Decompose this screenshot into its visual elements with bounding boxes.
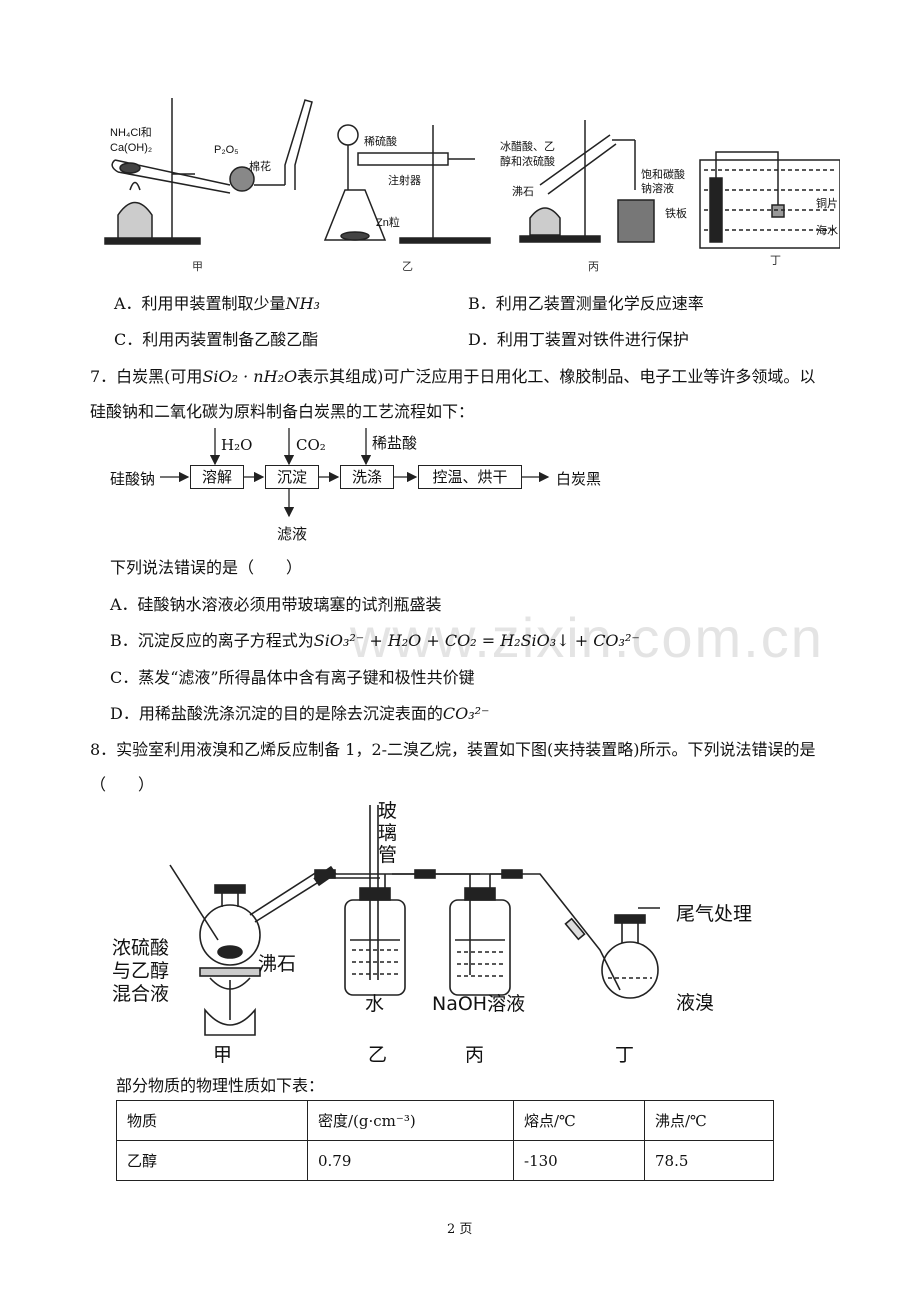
label-boiling-stone-6: 沸石 xyxy=(512,186,534,198)
fig8-label-yi: 乙 xyxy=(368,1044,388,1066)
q6-option-b: B．利用乙装置测量化学反应速率 xyxy=(468,294,704,313)
fig8-label-jia: 甲 xyxy=(213,1044,233,1066)
table-cell: 78.5 xyxy=(644,1140,774,1181)
q7-question: 下列说法错误的是（ ） xyxy=(110,558,303,577)
q7-option-d: D．用稀盐酸洗涤沉淀的目的是除去沉淀表面的CO₃²⁻ xyxy=(110,704,490,723)
label-conc-h2so4-1: 浓硫酸 xyxy=(112,937,170,959)
figure-8-apparatus xyxy=(169,805,660,1036)
table-header: 沸点/℃ xyxy=(644,1100,774,1141)
label-boiling-stone-8: 沸石 xyxy=(258,953,297,975)
label-na2co3-1: 饱和碳酸 xyxy=(641,169,685,181)
label-naoh: NaOH溶液 xyxy=(432,993,526,1015)
flow-input-co2: CO₂ xyxy=(296,436,326,454)
label-na2co3-2: 钠溶液 xyxy=(641,183,674,195)
q7-option-c: C．蒸发“滤液”所得晶体中含有离子键和极性共价键 xyxy=(110,668,475,687)
q7-flow-arrows xyxy=(160,428,550,518)
fig6-label-bing: 丙 xyxy=(588,261,599,273)
table-header: 物质 xyxy=(116,1100,308,1141)
label-syringe: 注射器 xyxy=(388,175,421,187)
q8-stem-line2: （ ） xyxy=(90,775,155,794)
watermark: www.zixin.com.cn xyxy=(350,606,824,669)
q7-stem-line1: 7．白炭黑(可用SiO₂ · nH₂O表示其组成)可广泛应用于日用化工、橡胶制品… xyxy=(90,367,816,386)
label-iron-plate: 铁板 xyxy=(665,208,687,220)
label-seawater: 海水 xyxy=(816,225,838,237)
fig8-label-bing: 丙 xyxy=(465,1044,485,1066)
table-row: 乙醇 0.79 -130 78.5 xyxy=(116,1140,774,1181)
page-number: 2 页 xyxy=(447,1222,473,1237)
flow-output-filtrate: 滤液 xyxy=(277,525,308,543)
properties-table: 物质 密度/(g·cm⁻³) 熔点/℃ 沸点/℃ 乙醇 0.79 -130 78… xyxy=(116,1100,774,1181)
label-conc-h2so4-3: 混合液 xyxy=(112,983,170,1005)
q6-option-c: C．利用丙装置制备乙酸乙酯 xyxy=(114,330,319,349)
flow-input-h2o: H₂O xyxy=(221,436,253,454)
q7-option-b: B．沉淀反应的离子方程式为SiO₃²⁻ + H₂O + CO₂ = H₂SiO₃… xyxy=(110,631,640,650)
flow-box-dissolve: 溶解 xyxy=(190,465,244,489)
table-header-row: 物质 密度/(g·cm⁻³) 熔点/℃ 沸点/℃ xyxy=(116,1100,774,1141)
label-nh4cl: NH₄Cl和 xyxy=(110,127,152,139)
table-cell: -130 xyxy=(513,1140,645,1181)
label-zn: Zn粒 xyxy=(376,217,400,229)
fig6-label-ding: 丁 xyxy=(770,255,781,267)
figure-6-apparatus xyxy=(104,98,840,249)
label-caoh2: Ca(OH)₂ xyxy=(110,142,153,154)
q6-option-a: A．利用甲装置制取少量NH₃ xyxy=(114,294,320,313)
fig8-label-ding: 丁 xyxy=(615,1044,635,1066)
label-p2o5: P₂O₅ xyxy=(214,144,239,156)
table-cell: 0.79 xyxy=(307,1140,514,1181)
label-reagents-1: 冰醋酸、乙 xyxy=(500,141,555,153)
table-header: 熔点/℃ xyxy=(513,1100,645,1141)
flow-start: 硅酸钠 xyxy=(110,470,156,488)
label-copper: 铜片 xyxy=(816,198,838,210)
flow-box-precipitate: 沉淀 xyxy=(265,465,319,489)
flow-input-hcl: 稀盐酸 xyxy=(372,434,418,452)
label-liquid-br2: 液溴 xyxy=(676,992,715,1014)
label-tail-gas: 尾气处理 xyxy=(676,903,753,925)
fig6-label-yi: 乙 xyxy=(402,261,413,273)
q7-stem-line2: 硅酸钠和二氧化碳为原料制备白炭黑的工艺流程如下： xyxy=(90,402,475,421)
label-water: 水 xyxy=(365,993,385,1015)
label-reagents-2: 醇和浓硫酸 xyxy=(500,156,555,168)
table-cell: 乙醇 xyxy=(116,1140,308,1181)
flow-end: 白炭黑 xyxy=(556,470,602,488)
q8-table-intro: 部分物质的物理性质如下表： xyxy=(116,1076,325,1095)
flow-box-dry: 控温、烘干 xyxy=(418,465,522,489)
flow-box-wash: 洗涤 xyxy=(340,465,394,489)
label-dilute-h2so4: 稀硫酸 xyxy=(364,136,397,148)
label-glass-tube: 玻璃管 xyxy=(378,800,398,866)
q7-option-a: A．硅酸钠水溶液必须用带玻璃塞的试剂瓶盛装 xyxy=(110,595,442,614)
fig6-label-jia: 甲 xyxy=(192,261,203,273)
table-header: 密度/(g·cm⁻³) xyxy=(307,1100,514,1141)
label-conc-h2so4-2: 与乙醇 xyxy=(112,960,170,982)
q8-stem-line1: 8．实验室利用液溴和乙烯反应制备 1，2-二溴乙烷，装置如下图(夹持装置略)所示… xyxy=(90,740,816,759)
q6-option-d: D．利用丁装置对铁件进行保护 xyxy=(468,330,689,349)
label-cotton: 棉花 xyxy=(249,161,271,173)
